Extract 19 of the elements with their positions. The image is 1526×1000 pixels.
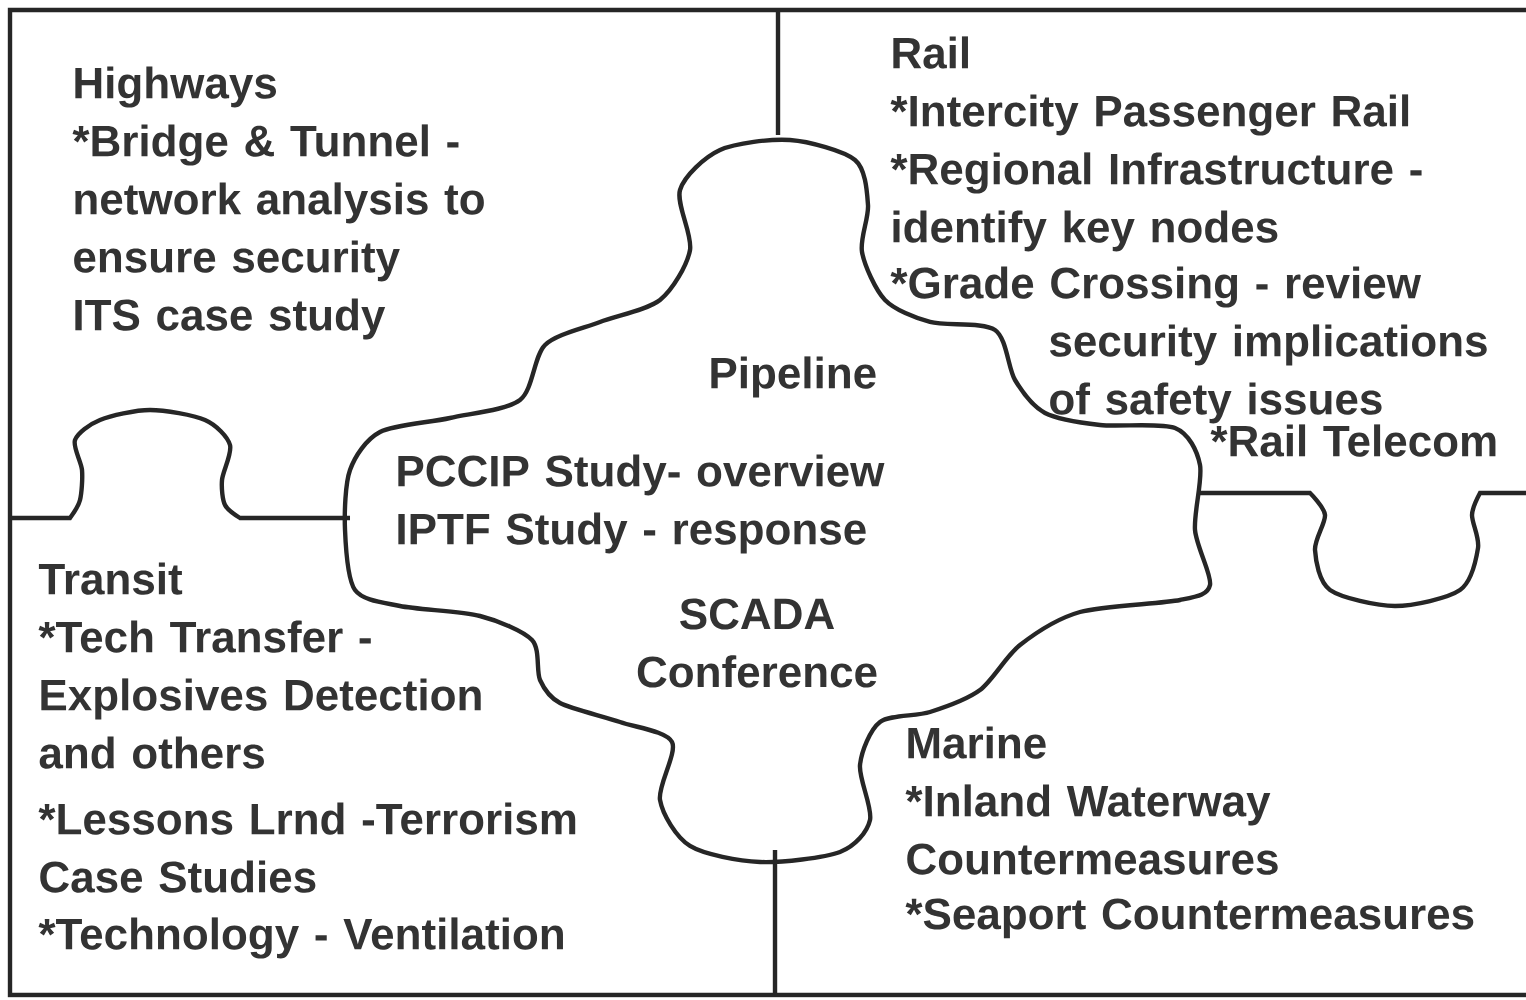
heading: Transit (38, 562, 183, 595)
heading: Marine (908, 726, 1046, 759)
item-text: *Rail Telecom (1210, 424, 1496, 457)
item-text: *Bridge & Tunnel - network analysis to ensure security (72, 124, 484, 282)
item-text: *Inland Waterway Countermeasures (905, 784, 1278, 875)
item-text: ITS case study (75, 298, 386, 340)
item-text: *Tech Transfer - Explosives Detection and others (38, 620, 481, 769)
item-text: *Regional Infrastructure - identify key nodes (890, 152, 1422, 252)
heading: Highways (75, 66, 276, 108)
item-text: *Seaport Countermeasures (905, 898, 1474, 939)
item-text: *Technology - Ventilation (38, 917, 563, 959)
item-text: IPTF Study - response (398, 512, 866, 554)
item-text: PCCIP Study- overview (398, 454, 885, 496)
item-text: SCADA Conference (637, 598, 877, 688)
heading: Pipeline (711, 356, 876, 398)
item-text: *Lessons Lrnd -Terrorism Case Studies (38, 802, 576, 893)
heading: Rail (893, 36, 968, 69)
item-text: *Intercity Passenger Rail (890, 94, 1409, 136)
item-text: *Grade Crossing - review security implications of safety issues (890, 266, 1487, 424)
